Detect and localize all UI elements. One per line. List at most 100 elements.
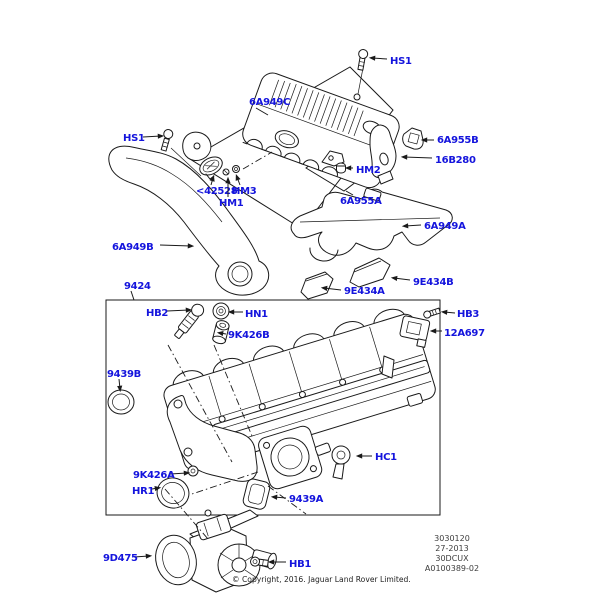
part-label-9E434B[interactable]: 9E434B (413, 277, 454, 288)
part-label-42528[interactable]: <42528 (196, 186, 238, 197)
part-label-HM2[interactable]: HM2 (356, 165, 381, 176)
leader-arrow (267, 559, 275, 565)
part-label-16B280[interactable]: 16B280 (435, 155, 476, 166)
throttle-flange (258, 425, 323, 490)
leader-line (159, 244, 192, 247)
leader-line (130, 290, 135, 301)
leader-arrow (185, 307, 193, 313)
sheet-info-block: 3030120 27-2013 30DCUX A0100389-02 (425, 534, 479, 573)
bolt-hb1-drawing (250, 556, 269, 567)
part-label-HM1[interactable]: HM1 (219, 198, 244, 209)
cover-screw-grommet (353, 93, 361, 101)
leader-arrow (320, 285, 328, 291)
manifold-frame-box (105, 299, 441, 516)
part-label-9K426A[interactable]: 9K426A (133, 470, 175, 481)
leader-arrow (154, 485, 162, 492)
bolt-hs1-top-drawing (357, 49, 369, 71)
leader-arrow (227, 309, 235, 315)
badge-drawing (199, 156, 240, 180)
part-label-HM3[interactable]: HM3 (232, 186, 257, 197)
assembly-axis-line (267, 485, 307, 515)
leader-arrow (355, 453, 363, 459)
assembly-axis-line (191, 471, 259, 495)
part-label-6A949A[interactable]: 6A949A (424, 221, 466, 232)
pad-9e434b-drawing (349, 257, 391, 288)
part-label-HB1[interactable]: HB1 (289, 559, 312, 570)
part-label-6A955A[interactable]: 6A955A (340, 196, 382, 207)
leader-arrow (117, 385, 123, 393)
side-cover-hole (227, 261, 253, 287)
sheet-code-line: 3030120 (434, 534, 470, 543)
part-label-9D475[interactable]: 9D475 (103, 553, 138, 564)
leader-arrow (390, 275, 398, 281)
bolt-hb3-drawing (423, 307, 441, 319)
leader-line (255, 107, 269, 116)
engine-cover-drawing (242, 67, 400, 189)
leader-arrow (157, 133, 165, 139)
bolt-hs1-left-drawing (160, 129, 174, 152)
part-label-9439A[interactable]: 9439A (289, 494, 324, 505)
manifold-fitting (381, 355, 395, 379)
spacer-9k426a (187, 465, 199, 477)
side-cover-drawing (108, 131, 270, 296)
leader-arrow (440, 309, 448, 315)
part-label-6A949C[interactable]: 6A949C (249, 97, 290, 108)
sensor-hc1-drawing (314, 442, 351, 480)
assembly-axis-line (213, 344, 253, 437)
bracket-6a955a-drawing (321, 150, 346, 174)
leader-line (403, 156, 433, 159)
leader-arrow (420, 137, 428, 143)
sheet-code-line: 27-2013 (435, 544, 468, 553)
gasket-9439a-drawing (242, 478, 271, 510)
part-label-HS1[interactable]: HS1 (123, 133, 145, 144)
leader-line (345, 190, 354, 196)
leader-arrow (270, 494, 278, 500)
leader-arrow (187, 243, 195, 249)
part-label-9439B[interactable]: 9439B (107, 369, 141, 380)
sensor-12a697-drawing (399, 315, 431, 348)
assembly-axis-line (242, 151, 273, 170)
leader-arrow (401, 223, 409, 229)
part-label-12A697[interactable]: 12A697 (444, 328, 485, 339)
leader-arrow (368, 55, 376, 61)
seal-9439b-drawing (107, 389, 135, 415)
bracket-16b280-drawing (369, 124, 397, 185)
leader-arrow (429, 328, 437, 334)
part-label-HS1[interactable]: HS1 (390, 56, 412, 67)
part-label-HN1[interactable]: HN1 (245, 309, 268, 320)
part-label-HC1[interactable]: HC1 (375, 452, 397, 463)
leader-arrow (235, 174, 241, 181)
manifold-front-arm (166, 395, 258, 482)
intake-manifold-drawing (163, 308, 436, 490)
part-label-6A949B[interactable]: 6A949B (112, 242, 154, 253)
seal-hr1-drawing (156, 477, 190, 509)
leader-arrow (209, 174, 215, 182)
lower-cover-drawing (290, 187, 453, 262)
part-label-HB3[interactable]: HB3 (457, 309, 480, 320)
leader-arrow (225, 176, 231, 184)
part-label-9K426B[interactable]: 9K426B (228, 330, 270, 341)
leader-arrow (183, 470, 191, 476)
cover-rib-lines (269, 79, 364, 137)
sheet-code-line: A0100389-02 (425, 564, 479, 573)
leader-arrow (400, 154, 408, 160)
part-label-9E434A[interactable]: 9E434A (344, 286, 385, 297)
cover-scallop-edge (242, 138, 338, 178)
leader-arrow (344, 165, 352, 171)
part-label-HB2[interactable]: HB2 (146, 308, 169, 319)
nut-hn1-drawing (212, 302, 230, 320)
leader-arrow (216, 330, 224, 337)
leader-line (166, 309, 190, 312)
part-label-6A955B[interactable]: 6A955B (437, 135, 479, 146)
part-label-HR1[interactable]: HR1 (132, 486, 155, 497)
bolt-hb2-drawing (174, 303, 205, 339)
badge-nut-hm3 (232, 165, 240, 173)
sheet-code-line: 30DCUX (435, 554, 469, 563)
leader-arrow (145, 553, 153, 559)
assembly-axes (164, 151, 307, 540)
part-label-9424[interactable]: 9424 (124, 281, 151, 292)
copyright-line: © Copyright, 2016. Jaguar Land Rover Lim… (232, 575, 411, 584)
